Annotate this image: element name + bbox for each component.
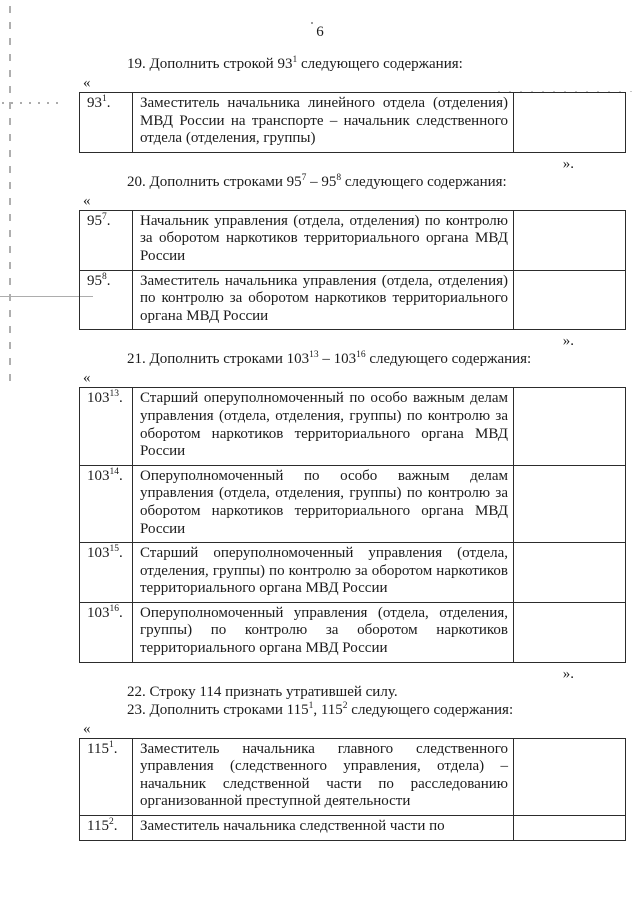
table-row: 931. Заместитель начальника линейного от… [79, 92, 626, 153]
item-22-heading: 22. Строку 114 признать утратившей силу. [127, 683, 398, 700]
positions-table-95: 957. Начальник управления (отдела, отдел… [79, 209, 626, 331]
row-number-suffix: . [113, 740, 118, 757]
row-empty-cell [513, 387, 626, 466]
row-number-suffix: . [119, 604, 123, 621]
section-item-23: 23. Дополнить строками 1151, 1152 следую… [79, 700, 626, 841]
row-number-cell: 10316. [79, 601, 133, 663]
row-number: 115 [87, 818, 109, 835]
row-empty-cell [513, 542, 626, 603]
row-number-superscript: 14 [109, 466, 120, 477]
row-title-cell: Заместитель начальника главного следстве… [132, 737, 514, 817]
table-row: 10316. Оперуполномоченный управления (от… [79, 601, 626, 663]
row-number: 103 [87, 467, 110, 484]
row-number: 95 [87, 212, 102, 229]
positions-table-93: 931. Заместитель начальника линейного от… [79, 92, 626, 153]
row-title-cell: Заместитель начальника следственной част… [132, 815, 514, 841]
row-empty-cell [513, 601, 626, 663]
document-content: 19. Дополнить строкой 931 следующего сод… [79, 55, 626, 841]
row-title-cell: Старший оперуполномоченный по особо важн… [132, 387, 514, 466]
table-row: 1152. Заместитель начальника следственно… [79, 815, 626, 841]
table-row: 10314. Оперуполномоченный по особо важны… [79, 464, 626, 544]
table-row: 10313. Старший оперуполномоченный по осо… [79, 387, 626, 466]
row-title-cell: Заместитель начальника управления (отдел… [132, 269, 514, 331]
row-number-superscript: 1 [108, 739, 114, 750]
table-row: 957. Начальник управления (отдела, отдел… [79, 209, 626, 271]
row-number: 103 [87, 390, 110, 407]
section-item-21: 21. Дополнить строками 10313 – 10316 сле… [79, 350, 626, 682]
section-item-22: 22. Строку 114 признать утратившей силу. [79, 683, 586, 701]
row-number: 103 [87, 545, 110, 562]
close-quote-mark: ». [562, 333, 574, 350]
row-title-cell: Начальник управления (отдела, отделения)… [132, 209, 514, 271]
open-quote-mark: « [83, 370, 91, 387]
page-number: 6 [316, 24, 324, 40]
row-number-superscript: 13 [109, 389, 120, 400]
row-number: 115 [87, 740, 109, 757]
row-number-cell: 957. [79, 209, 133, 271]
open-quote-mark: « [83, 720, 91, 737]
row-number-cell: 1152. [79, 815, 133, 841]
item-19-heading: 19. Дополнить строкой 931 следующего сод… [127, 55, 463, 72]
row-number-suffix: . [119, 545, 123, 562]
row-number-suffix: . [106, 272, 111, 289]
positions-table-103: 10313. Старший оперуполномоченный по осо… [79, 387, 626, 663]
close-quote-mark: ». [562, 155, 574, 172]
row-number-cell: 10313. [79, 387, 133, 466]
row-empty-cell [513, 209, 626, 271]
row-number-cell: 1151. [79, 737, 133, 817]
open-quote-mark: « [83, 75, 91, 91]
positions-table-115: 1151. Заместитель начальника главного сл… [79, 737, 626, 841]
item-21-heading: 21. Дополнить строками 10313 – 10316 сле… [127, 350, 532, 368]
item-23-heading: 23. Дополнить строками 1151, 1152 следую… [127, 700, 514, 718]
row-number-suffix: . [119, 390, 123, 407]
row-title-cell: Заместитель начальника линейного отдела … [132, 92, 514, 153]
row-number: 93 [87, 95, 102, 111]
row-number-superscript: 8 [102, 271, 107, 282]
row-empty-cell [513, 269, 626, 331]
row-empty-cell [513, 464, 626, 544]
table-row: 1151. Заместитель начальника главного сл… [79, 737, 626, 817]
item-20-heading: 20. Дополнить строками 957 – 958 следующ… [127, 172, 507, 190]
row-empty-cell [513, 737, 626, 817]
row-empty-cell [513, 92, 626, 153]
row-number: 95 [87, 272, 102, 289]
row-number-superscript: 7 [102, 211, 107, 222]
section-item-19: 19. Дополнить строкой 931 следующего сод… [79, 55, 626, 172]
row-title-cell: Старший оперуполномоченный управления (о… [132, 542, 514, 603]
row-number-superscript: 16 [109, 603, 120, 614]
row-number: 103 [87, 604, 110, 621]
row-empty-cell [513, 815, 626, 841]
row-number-superscript: 1 [102, 94, 107, 104]
section-item-20: 20. Дополнить строками 957 – 958 следующ… [79, 172, 626, 350]
scan-artifact-dotted-line [2, 102, 60, 104]
open-quote-mark: « [83, 192, 91, 209]
row-number-suffix: . [113, 818, 118, 835]
row-number-suffix: . [106, 95, 111, 111]
scan-artifact-vertical-dashes [9, 6, 11, 384]
row-number-cell: 931. [79, 92, 133, 153]
row-number-cell: 10314. [79, 464, 133, 544]
table-row: 10315. Старший оперуполномоченный управл… [79, 542, 626, 603]
row-number-superscript: 2 [108, 817, 114, 828]
table-row: 958. Заместитель начальника управления (… [79, 269, 626, 331]
close-quote-mark: ». [562, 665, 574, 682]
row-number-suffix: . [119, 467, 123, 484]
row-number-cell: 958. [79, 269, 133, 331]
row-number-suffix: . [106, 212, 111, 229]
row-title-cell: Оперуполномоченный по особо важным делам… [132, 464, 514, 544]
row-number-cell: 10315. [79, 542, 133, 603]
row-title-cell: Оперуполномоченный управления (отдела, о… [132, 601, 514, 663]
row-number-superscript: 15 [109, 544, 120, 555]
